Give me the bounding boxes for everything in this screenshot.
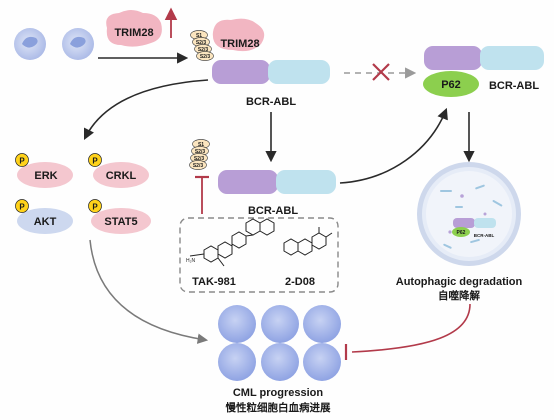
cml-cell [303, 343, 341, 381]
p62-small-label: P62 [457, 230, 466, 236]
sumo-tag-label: S1 [196, 33, 202, 39]
2d08-structure [283, 227, 333, 256]
tak981-structure: H₂N [186, 218, 275, 267]
sumo-tag [189, 160, 207, 170]
trim28-bound-label: TRIM28 [220, 38, 259, 50]
leukemia-cell-2 [62, 28, 94, 60]
autophagosome: P62 BCR-ABL [417, 162, 521, 266]
sumo-tag-label: S2/3 [194, 156, 205, 162]
svg-text:ERK: ERK [34, 170, 57, 182]
downstream-crkl: CRKL P [88, 153, 149, 188]
sumo-tag-label: S2/3 [193, 163, 204, 169]
cml-cn-label: 慢性粒细胞白血病进展 [226, 401, 331, 414]
svg-text:P: P [92, 157, 98, 166]
svg-text:AKT: AKT [34, 216, 57, 228]
cml-cell [261, 343, 299, 381]
inhibition-bar-drugs [195, 175, 209, 214]
arrow-to-cml [89, 239, 209, 344]
svg-text:P: P [92, 203, 98, 212]
autophagy-cn-label: 自噬降解 [438, 289, 480, 302]
p62-label: P62 [441, 79, 461, 91]
cml-cell [261, 305, 299, 343]
sumo-tag-label: S1 [198, 142, 204, 148]
svg-text:P: P [19, 157, 25, 166]
cml-cell [303, 305, 341, 343]
downstream-akt: AKT P [15, 199, 73, 234]
downstream-erk: ERK P [15, 153, 73, 188]
cml-cell-cluster [218, 305, 341, 381]
autophagy-en-label: Autophagic degradation [396, 276, 523, 288]
leukemia-cell-1 [14, 28, 46, 60]
sumo-tag-label: S2/3 [198, 47, 209, 53]
arrow-to-p62 [339, 107, 448, 184]
bcr-abl-sumo-label: BCR-ABL [248, 205, 298, 217]
cml-cell [218, 305, 256, 343]
block-cross-icon [372, 63, 390, 81]
drug-box [179, 217, 339, 293]
drug1-label: TAK-981 [192, 276, 236, 288]
trim28-top-protein: TRIM28 [106, 10, 162, 47]
p62-bcr-abl-complex: P62 BCR-ABL [423, 46, 544, 97]
bcr-abl-right-label: BCR-ABL [489, 80, 539, 92]
inhibition-autophagy-cml [351, 303, 471, 353]
cml-en-label: CML progression [233, 387, 324, 399]
trim28-bound-protein: TRIM28 [212, 18, 265, 52]
arrow-to-downstream [83, 79, 209, 141]
bcr-abl-sumoylated: BCR-ABL [218, 170, 336, 217]
svg-text:STAT5: STAT5 [104, 216, 137, 228]
bcr-abl-main-label: BCR-ABL [246, 96, 296, 108]
bcr-abl-small-label: BCR-ABL [474, 233, 495, 238]
sumo-tag-label: S2/3 [200, 54, 211, 60]
downstream-stat5: STAT5 P [88, 199, 151, 234]
bcr-abl-main: BCR-ABL [212, 60, 330, 108]
svg-text:CRKL: CRKL [106, 170, 137, 182]
svg-text:P: P [19, 203, 25, 212]
trim28-top-label: TRIM28 [114, 27, 153, 39]
svg-text:H₂N: H₂N [186, 258, 196, 264]
cml-cell [218, 343, 256, 381]
sumo-tag [196, 51, 214, 61]
drug2-label: 2-D08 [285, 276, 315, 288]
sumo-tag-label: S2/3 [196, 40, 207, 46]
sumo-tag-label: S2/3 [195, 149, 206, 155]
